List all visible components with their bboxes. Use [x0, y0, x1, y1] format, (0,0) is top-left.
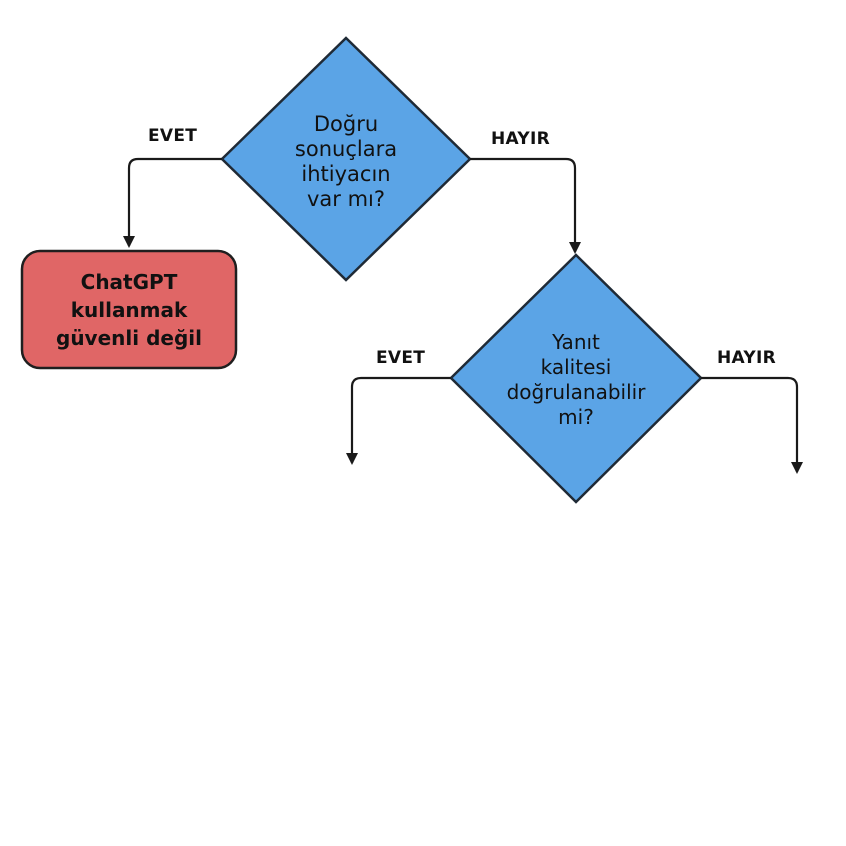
decision1-line-4: var mı? [306, 187, 386, 211]
connector-d1-yes [123, 157, 222, 248]
decision2-line-1: Yanıt [552, 330, 600, 354]
terminal-line-2: kullanmak [70, 297, 188, 322]
terminal-box-unsafe [20, 249, 238, 370]
decision2-text: Yanıt kalitesi doğrulanabilir mi? [476, 314, 676, 446]
decision1-line-3: ihtiyacın [301, 162, 391, 186]
decision-diamond-need-accurate-results [220, 36, 472, 282]
connector-d2-no [701, 376, 803, 474]
decision1-line-1: Doğru [313, 112, 379, 136]
terminal-line-1: ChatGPT [80, 269, 178, 294]
decision-diamond-verifiable-quality [449, 253, 703, 504]
connector-d1-no [470, 157, 581, 254]
decision2-line-4: mi? [558, 405, 594, 429]
decision2-no-label: HAYIR [717, 348, 776, 368]
terminal-line-3: güvenli değil [56, 325, 202, 350]
decision1-line-2: sonuçlara [294, 137, 398, 161]
terminal-text: ChatGPT kullanmak güvenli değil [22, 251, 236, 368]
decision2-yes-label: EVET [376, 348, 426, 368]
decision1-text: Doğru sonuçlara ihtiyacın var mı? [256, 96, 436, 228]
decision2-line-2: kalitesi [540, 355, 612, 379]
decision1-no-label: HAYIR [491, 129, 550, 149]
decision2-line-3: doğrulanabilir [506, 380, 646, 404]
connector-d2-yes [346, 376, 451, 465]
decision1-yes-label: EVET [148, 126, 198, 146]
